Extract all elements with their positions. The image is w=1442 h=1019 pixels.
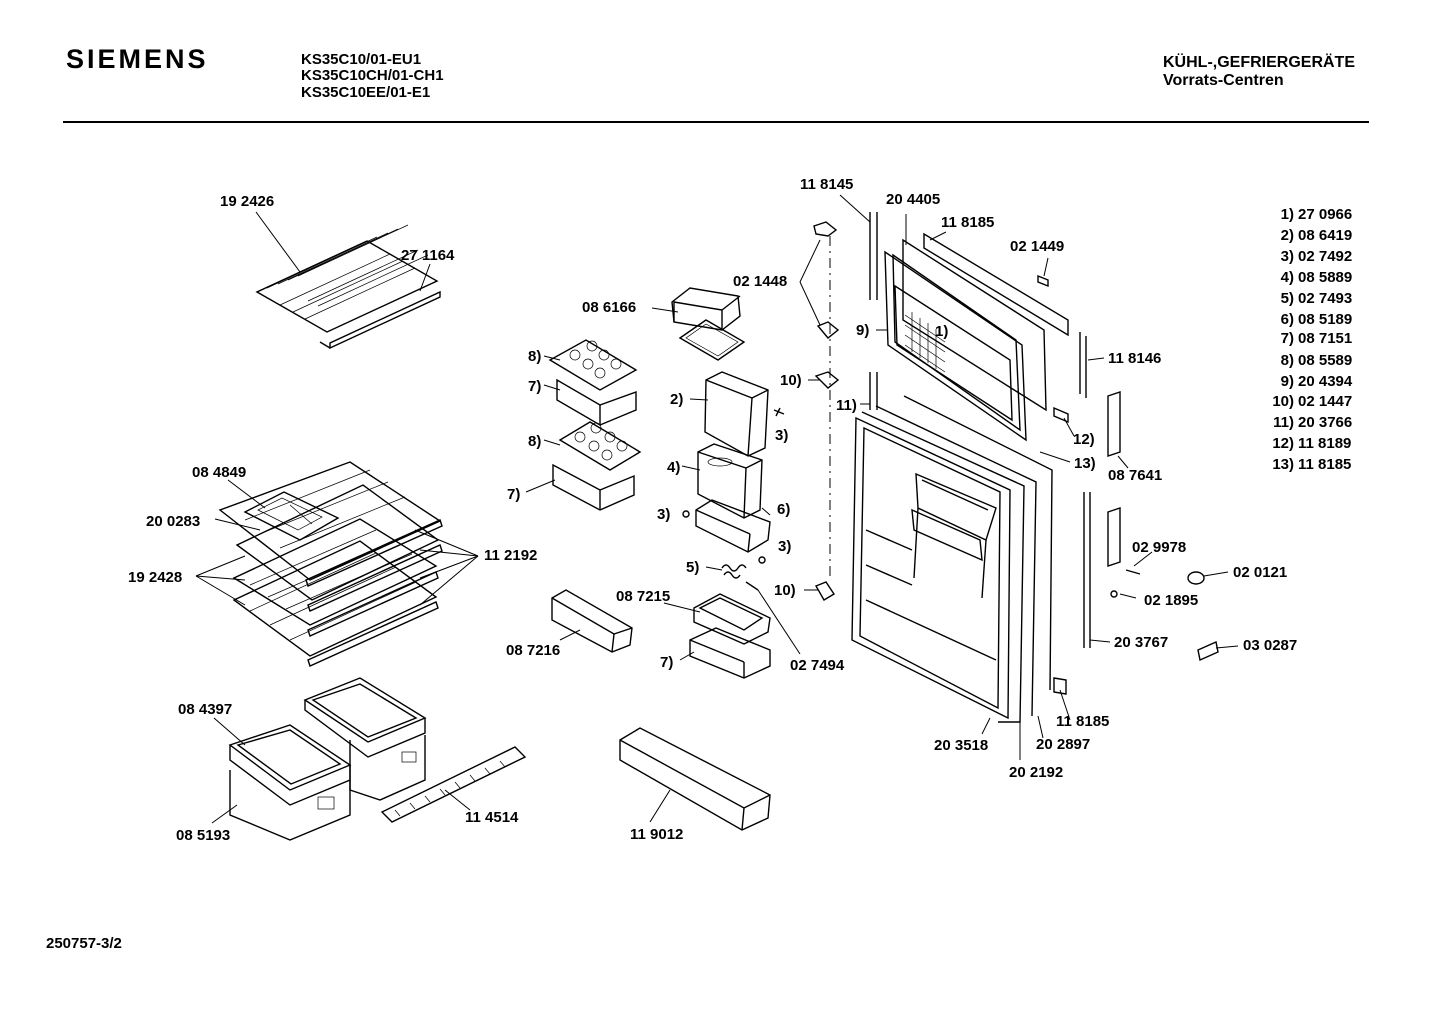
ref-label: 9) <box>856 322 869 339</box>
ref-label: 4) <box>667 459 680 476</box>
legend-row: 10)02 1447 <box>1272 393 1353 410</box>
category-subtitle: Vorrats-Centren <box>1163 72 1284 89</box>
model-number: KS35C10/01-EU1 <box>301 51 422 68</box>
legend-row: 3)02 7492 <box>1280 248 1353 265</box>
part-label: 08 5193 <box>176 827 230 844</box>
ref-label: 2) <box>670 391 683 408</box>
document-number: 250757-3/2 <box>46 935 122 952</box>
tray-lower <box>552 463 635 511</box>
part-label: 11 4514 <box>465 809 519 826</box>
ref-label: 12) <box>1073 431 1095 448</box>
legend-row: 7)08 7151 <box>1280 330 1353 347</box>
legend-row: 6)08 5189 <box>1280 311 1353 328</box>
legend-row: 5)02 7493 <box>1280 290 1353 307</box>
tray-upper <box>556 378 637 426</box>
part-label: 20 3518 <box>934 737 988 754</box>
spring-part <box>721 564 747 579</box>
part-label: 11 8146 <box>1108 350 1161 367</box>
part-label: 02 0121 <box>1233 564 1287 581</box>
model-number: KS35C10EE/01-E1 <box>301 84 431 101</box>
part-label: 20 0283 <box>146 513 200 530</box>
legend-row: 8)08 5589 <box>1280 352 1353 369</box>
legend-row: 12)11 8189 <box>1272 435 1352 452</box>
part-label: 11 8145 <box>800 176 853 193</box>
part-label: 11 9012 <box>630 826 683 843</box>
ref-label: 1) <box>935 323 948 340</box>
fridge-door <box>851 372 1091 723</box>
part-label: 11 8185 <box>1056 713 1109 730</box>
part-label: 19 2428 <box>128 569 182 586</box>
legend-row: 2)08 6419 <box>1280 227 1353 244</box>
wire-shelf-stack <box>218 461 443 667</box>
door-shelf-6 <box>695 499 771 553</box>
legend-row: 4)08 5889 <box>1280 269 1353 286</box>
ref-label: 5) <box>686 559 699 576</box>
ref-label: 11) <box>836 397 857 414</box>
part-label: 11 8185 <box>941 214 994 231</box>
brand-logo: SIEMENS <box>66 44 209 74</box>
drip-strip <box>380 746 527 823</box>
bottle-shelf-087216 <box>551 589 633 653</box>
ref-label: 7) <box>528 378 541 395</box>
crisper-drawers <box>228 677 427 841</box>
ref-label: 8) <box>528 433 541 450</box>
part-label: 20 4405 <box>886 191 940 208</box>
part-label: 08 7215 <box>616 588 670 605</box>
legend-row: 13)11 8185 <box>1272 456 1352 473</box>
legend-row: 11)20 3766 <box>1273 414 1353 431</box>
legend-row: 1)27 0966 <box>1280 206 1353 223</box>
wire-shelf-top <box>255 224 441 350</box>
part-label: 02 9978 <box>1132 539 1186 556</box>
door-handle-parts <box>1107 391 1219 661</box>
ref-label: 8) <box>528 348 541 365</box>
part-label: 02 1448 <box>733 273 787 290</box>
part-label: 20 2192 <box>1009 764 1063 781</box>
part-label: 02 1449 <box>1010 238 1064 255</box>
bottle-shelf-087215 <box>693 593 771 645</box>
screws <box>682 407 785 564</box>
part-label: 20 2897 <box>1036 736 1090 753</box>
part-label: 27 1164 <box>401 247 455 264</box>
part-label: 08 7216 <box>506 642 560 659</box>
ref-label: 6) <box>777 501 790 518</box>
part-label: 02 7494 <box>790 657 845 674</box>
door-shelf-2 <box>704 371 769 457</box>
part-label: 11 2192 <box>484 547 537 564</box>
part-label: 08 4849 <box>192 464 246 481</box>
part-label: 08 4397 <box>178 701 232 718</box>
ref-label: 7) <box>660 654 673 671</box>
legend-row: 9)20 4394 <box>1280 373 1353 390</box>
tray-7c <box>689 627 771 679</box>
part-label: 20 3767 <box>1114 634 1168 651</box>
ref-label: 3) <box>778 538 791 555</box>
ref-label: 10) <box>774 582 796 599</box>
ref-label: 3) <box>657 506 670 523</box>
egg-tray-upper <box>548 339 638 391</box>
ref-label: 13) <box>1074 455 1096 472</box>
door-shelf-4 <box>697 443 763 519</box>
egg-tray-lower <box>558 421 642 471</box>
freezer-door <box>869 212 1087 442</box>
category-title: KÜHL-,GEFRIERGERÄTE <box>1163 54 1355 71</box>
part-label: 02 1895 <box>1144 592 1198 609</box>
part-label: 19 2426 <box>220 193 274 210</box>
ref-label: 3) <box>775 427 788 444</box>
ref-label: 7) <box>507 486 520 503</box>
bottle-shelf-119012 <box>619 727 771 831</box>
part-label: 08 6166 <box>582 299 636 316</box>
part-label: 03 0287 <box>1243 637 1297 654</box>
part-label: 08 7641 <box>1108 467 1162 484</box>
hinge-parts <box>813 221 840 601</box>
ref-label: 10) <box>780 372 802 389</box>
header-divider <box>63 121 1369 123</box>
crisper-cover-panel <box>243 491 340 541</box>
model-number: KS35C10CH/01-CH1 <box>301 67 444 84</box>
butter-compartment <box>671 287 746 361</box>
